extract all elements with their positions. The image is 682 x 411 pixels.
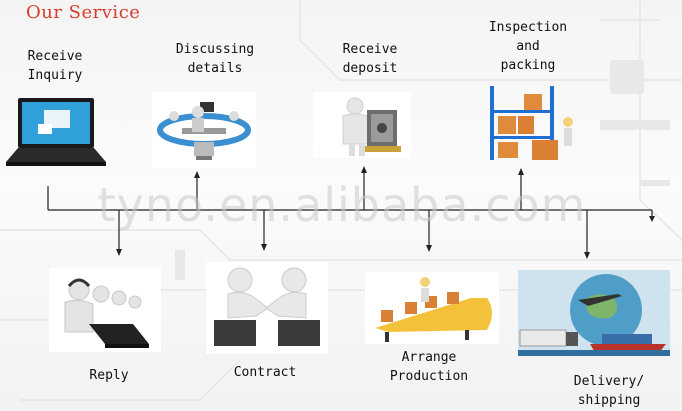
handshake-icon [206, 262, 328, 354]
step-label-receive-inquiry: Receive Inquiry [27, 49, 83, 83]
laptop-icon [4, 94, 108, 168]
step-label-arrange-production: Arrange Production [389, 350, 469, 384]
step-label-receive-deposit: Receive deposit [342, 42, 398, 76]
step-label-reply: Reply [89, 368, 129, 383]
conveyor-icon [365, 272, 499, 344]
step-label-discussing-details: Discussing details [175, 42, 255, 76]
call-center-icon [49, 268, 161, 352]
meeting-icon [152, 92, 256, 168]
globe-shipping-icon [518, 270, 670, 356]
step-label-inspection-packing: Inspection and packing [488, 20, 568, 73]
safe-icon [313, 92, 411, 158]
step-label-contract: Contract [233, 365, 297, 380]
page-title: Our Service [26, 2, 141, 23]
step-label-delivery-shipping: Delivery/ shipping [573, 374, 645, 408]
warehouse-icon [480, 80, 580, 164]
